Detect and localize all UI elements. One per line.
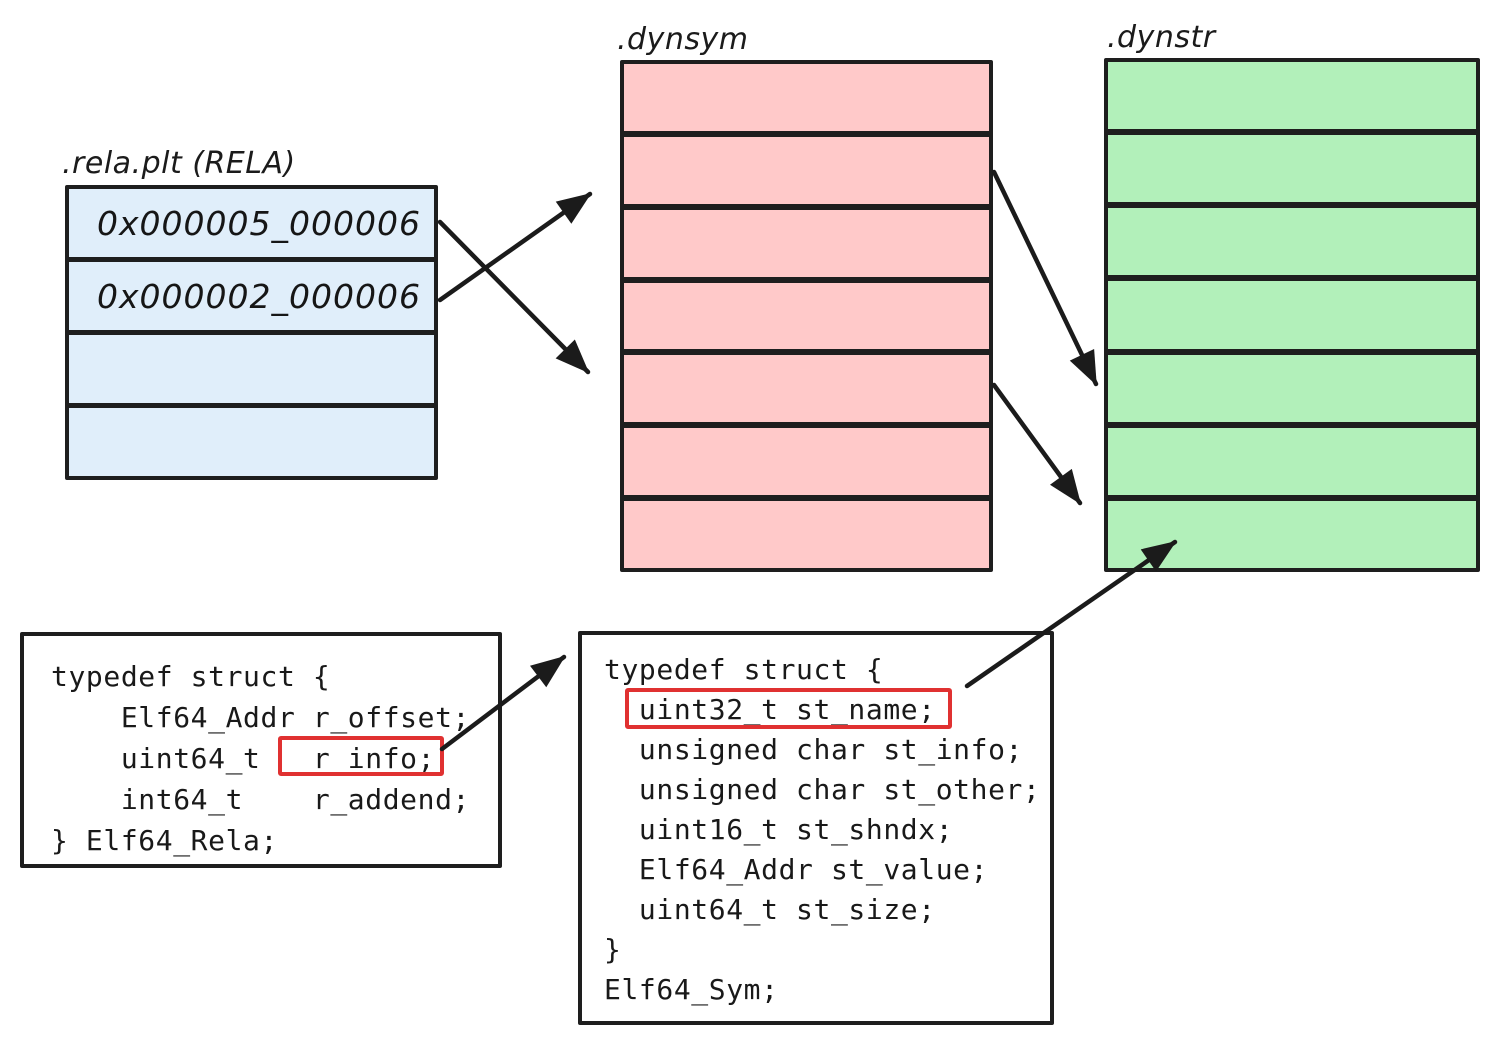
rela-plt-label: .rela.plt (RELA) xyxy=(62,146,296,181)
dynsym-table xyxy=(620,60,993,572)
code-line: Elf64_Addr st_value; xyxy=(604,853,989,886)
code-line: int64_t r_addend; xyxy=(51,783,470,816)
arrow-dynsym-row5-to-dynstr xyxy=(991,382,1083,506)
rela-row-3 xyxy=(69,330,434,403)
rela-plt-table: 0x000005_000006 0x000002_000006 xyxy=(65,185,438,480)
dynstr-row-5 xyxy=(1108,348,1476,422)
code-line: uint32_t st_name; xyxy=(604,693,936,726)
rela-row-2: 0x000002_000006 xyxy=(69,257,434,330)
dynsym-row-2 xyxy=(624,130,989,204)
rela-row-1-value: 0x000005_000006 xyxy=(97,203,421,243)
dynstr-table xyxy=(1104,58,1480,572)
dynsym-row-5 xyxy=(624,349,989,423)
dynstr-row-4 xyxy=(1108,275,1476,349)
dynsym-row-6 xyxy=(624,422,989,496)
code-line: typedef struct { xyxy=(51,660,331,693)
rela-row-2-value: 0x000002_000006 xyxy=(97,276,421,316)
code-line: uint16_t st_shndx; xyxy=(604,813,954,846)
dynstr-row-2 xyxy=(1108,129,1476,203)
arrow-rela-row1-to-dynsym xyxy=(437,219,591,375)
arrow-rela-row2-to-dynsym xyxy=(437,191,593,303)
rela-row-1: 0x000005_000006 xyxy=(69,189,434,257)
dynsym-row-7 xyxy=(624,495,989,569)
code-line: Elf64_Sym; xyxy=(604,973,779,1006)
rela-row-4 xyxy=(69,403,434,476)
code-line: } xyxy=(604,933,622,966)
code-line: typedef struct { xyxy=(604,653,884,686)
code-line: uint64_t r_info; xyxy=(51,742,436,775)
code-line: } Elf64_Rela; xyxy=(51,824,278,857)
code-line: uint64_t st_size; xyxy=(604,893,936,926)
code-line: Elf64_Addr r_offset; xyxy=(51,701,470,734)
code-line: unsigned char st_info; xyxy=(604,733,1023,766)
dynsym-row-3 xyxy=(624,203,989,277)
dynstr-label: .dynstr xyxy=(1107,20,1216,55)
dynsym-row-4 xyxy=(624,276,989,350)
arrow-dynsym-row2-to-dynstr xyxy=(991,169,1099,387)
dynsym-label: .dynsym xyxy=(617,22,749,57)
dynstr-row-3 xyxy=(1108,202,1476,276)
dynsym-row-1 xyxy=(624,64,989,131)
dynstr-row-7 xyxy=(1108,494,1476,568)
dynstr-row-1 xyxy=(1108,62,1476,130)
dynstr-row-6 xyxy=(1108,421,1476,495)
code-line: unsigned char st_other; xyxy=(604,773,1041,806)
elf64-rela-struct-box: typedef struct { Elf64_Addr r_offset; ui… xyxy=(20,632,502,868)
elf64-sym-struct-box: typedef struct { uint32_t st_name; unsig… xyxy=(578,631,1054,1025)
